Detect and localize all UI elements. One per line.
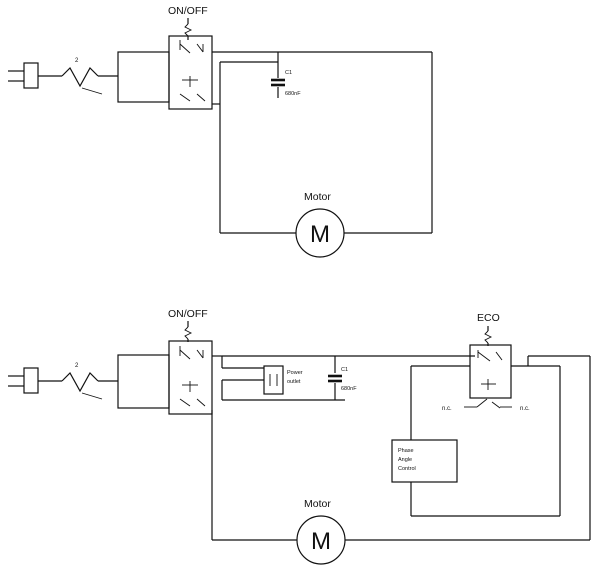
top-capacitor-name: C1 — [285, 70, 292, 76]
top-power-plug-icon — [8, 62, 62, 89]
bottom-power-plug-icon — [8, 367, 62, 394]
bottom-fuse-label: 2 — [75, 363, 79, 369]
top-capacitor-value: 680nF — [285, 91, 301, 97]
bottom-motor-label: Motor — [304, 498, 331, 510]
top-fuse-label: 2 — [75, 58, 79, 64]
phase-label-line3: Control — [398, 466, 416, 472]
nc-left-label: n.c. — [442, 406, 452, 412]
phase-angle-control: Phase Angle Control — [391, 439, 458, 483]
phase-label-line1: Phase — [398, 448, 414, 454]
bottom-switch-label: ON/OFF — [168, 308, 208, 320]
bottom-fuse-symbol: 2 — [61, 363, 103, 400]
top-motor: Motor M — [295, 191, 345, 258]
top-onoff-switch: ON/OFF — [168, 5, 213, 110]
eco-label: ECO — [477, 312, 500, 324]
bottom-motor: Motor M — [296, 498, 346, 565]
phase-label-line2: Angle — [398, 457, 412, 463]
top-capacitor: C1 680nF — [271, 52, 301, 98]
eco-switch: ECO n.c. n.c. — [442, 312, 530, 412]
nc-right-label: n.c. — [520, 406, 530, 412]
power-outlet: Power outlet — [263, 365, 303, 395]
top-circuit: 2 ON/OFF — [8, 5, 433, 258]
outlet-label-line1: Power — [287, 370, 303, 376]
bottom-capacitor-value: 680nF — [341, 386, 357, 392]
top-input-block — [117, 51, 170, 103]
bottom-input-block — [117, 354, 170, 409]
outlet-label-line2: outlet — [287, 379, 301, 385]
top-motor-symbol: M — [310, 221, 330, 248]
bottom-capacitor: C1 680nF — [328, 356, 357, 400]
top-motor-label: Motor — [304, 191, 331, 203]
bottom-capacitor-name: C1 — [341, 367, 348, 373]
bottom-motor-symbol: M — [311, 528, 331, 555]
top-switch-label: ON/OFF — [168, 5, 208, 17]
bottom-circuit: 2 ON/OFF — [8, 308, 591, 565]
bottom-onoff-switch: ON/OFF — [168, 308, 213, 415]
top-fuse-symbol: 2 — [61, 58, 103, 95]
